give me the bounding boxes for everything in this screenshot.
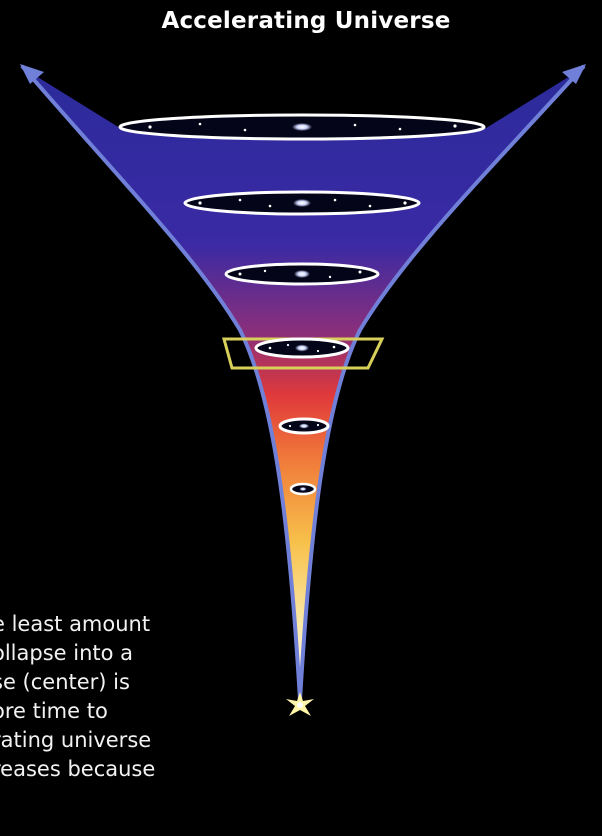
- description-text: e least amount ollapse into a se (center…: [0, 610, 192, 784]
- caption-line: rating universe: [0, 728, 152, 752]
- caption-line: ore time to: [0, 699, 108, 723]
- present-epoch-marker: [222, 337, 385, 370]
- expansion-arrow-right-icon: [562, 64, 586, 84]
- expansion-arrow-left-icon: [20, 64, 44, 84]
- left-expansion-curve: [20, 64, 302, 701]
- epoch-disc-6: [289, 482, 317, 496]
- right-expansion-curve: [298, 64, 586, 701]
- epoch-disc-4: [254, 337, 350, 359]
- diagram-title: Accelerating Universe: [161, 8, 451, 34]
- big-bang-star-icon: [286, 692, 314, 716]
- epoch-disc-1: [118, 113, 486, 141]
- caption-line: reases because: [0, 757, 156, 781]
- caption-line: e least amount: [0, 612, 151, 636]
- epoch-disc-3: [224, 262, 380, 286]
- epoch-disc-5: [278, 417, 330, 435]
- epoch-disc-2: [183, 190, 421, 216]
- caption-line: se (center) is: [0, 670, 130, 694]
- caption-line: ollapse into a: [0, 641, 134, 665]
